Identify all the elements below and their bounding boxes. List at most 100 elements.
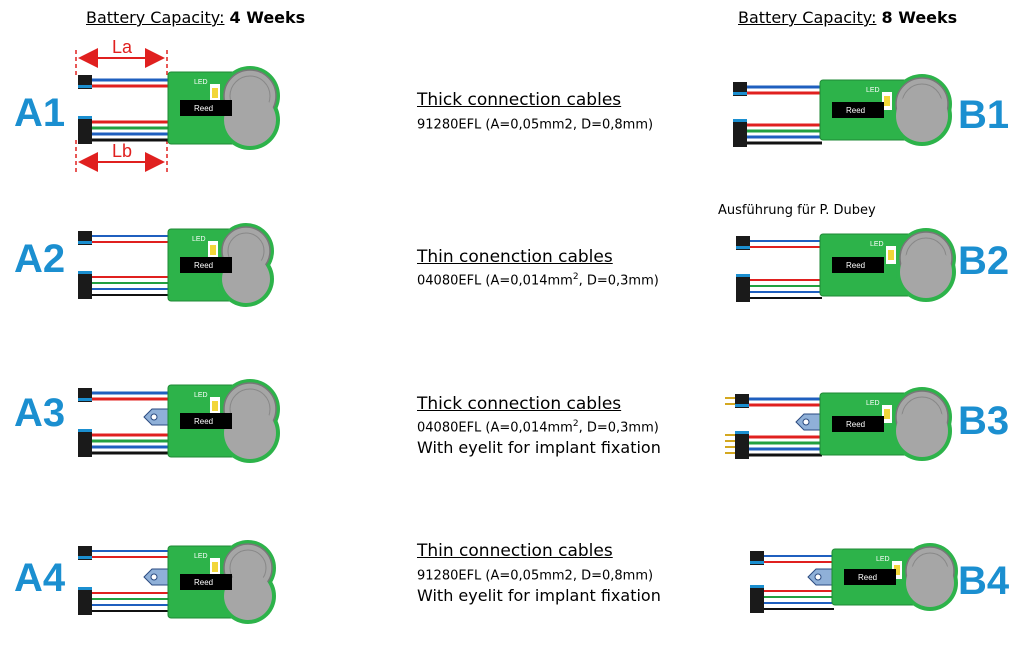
description-1-title: Thick connection cables bbox=[417, 90, 622, 110]
connector-bottom-stripe bbox=[78, 116, 92, 119]
connector-bottom bbox=[750, 585, 764, 613]
connector-top-stripe bbox=[736, 246, 750, 249]
led bbox=[888, 250, 894, 260]
header-left: Battery Capacity: 4 Weeks bbox=[86, 8, 305, 27]
connector-top-stripe bbox=[735, 404, 749, 407]
battery-bottom bbox=[896, 405, 948, 457]
led-label: LED bbox=[866, 400, 880, 407]
header-right-prefix: Battery Capacity: bbox=[738, 8, 877, 27]
led-label: LED bbox=[194, 79, 208, 86]
description-2: Thin conenction cables 04080EFL (A=0,014… bbox=[417, 247, 659, 290]
connector-top-stripe bbox=[78, 85, 92, 88]
reed-switch bbox=[832, 102, 884, 118]
dimension-la-label: La bbox=[112, 37, 133, 57]
reed-label: Reed bbox=[194, 578, 213, 587]
header-right-value: 8 Weeks bbox=[881, 8, 958, 27]
connector-bottom-stripe bbox=[78, 271, 92, 274]
dimension-lb: Lb bbox=[75, 140, 168, 172]
led-label: LED bbox=[194, 392, 208, 399]
connector-bottom bbox=[78, 271, 92, 299]
led-label: LED bbox=[870, 241, 884, 248]
device-b3: LED Reed bbox=[725, 387, 952, 461]
connector-bottom bbox=[78, 587, 92, 615]
reed-switch bbox=[180, 574, 232, 590]
led bbox=[894, 565, 900, 575]
connector-top-stripe bbox=[733, 92, 747, 95]
description-4-spec: 91280EFL (A=0,05mm2, D=0,8mm) bbox=[417, 568, 654, 584]
description-1-spec: 91280EFL (A=0,05mm2, D=0,8mm) bbox=[417, 117, 654, 133]
variant-label-a2: A2 bbox=[14, 237, 65, 281]
b2-note: Ausführung für P. Dubey bbox=[718, 203, 876, 218]
connector-bottom bbox=[78, 116, 92, 144]
led bbox=[884, 96, 890, 106]
connector-top-stripe bbox=[78, 398, 92, 401]
reed-label: Reed bbox=[858, 573, 877, 582]
led bbox=[212, 562, 218, 572]
reed-label: Reed bbox=[194, 417, 213, 426]
description-3-spec: 04080EFL (A=0,014mm2, D=0,3mm) bbox=[417, 419, 659, 436]
led-label: LED bbox=[192, 236, 206, 243]
description-3: Thick connection cables 04080EFL (A=0,01… bbox=[417, 394, 661, 459]
dimension-lb-label: Lb bbox=[112, 141, 132, 161]
eyelet-hole bbox=[150, 413, 158, 421]
variant-label-b2: B2 bbox=[958, 239, 1009, 283]
connector-bottom-stripe bbox=[736, 274, 750, 277]
eyelet-hole bbox=[802, 418, 810, 426]
variant-label-b1: B1 bbox=[958, 93, 1009, 137]
eyelet-hole bbox=[814, 573, 822, 581]
reed-switch bbox=[844, 569, 896, 585]
variant-label-a4: A4 bbox=[14, 556, 66, 600]
battery-bottom bbox=[224, 94, 276, 146]
description-3-title: Thick connection cables bbox=[417, 394, 622, 414]
reed-label: Reed bbox=[194, 261, 213, 270]
header-left-value: 4 Weeks bbox=[229, 8, 306, 27]
connector-top-stripe bbox=[78, 556, 92, 559]
reed-switch bbox=[180, 257, 232, 273]
battery-bottom bbox=[224, 407, 276, 459]
description-2-spec: 04080EFL (A=0,014mm2, D=0,3mm) bbox=[417, 272, 659, 289]
connector-bottom-stripe bbox=[735, 431, 749, 434]
description-1: Thick connection cables 91280EFL (A=0,05… bbox=[417, 90, 653, 134]
connector-bottom-stripe bbox=[78, 587, 92, 590]
variant-label-b3: B3 bbox=[958, 399, 1009, 443]
reed-switch bbox=[832, 257, 884, 273]
reed-label: Reed bbox=[846, 420, 865, 429]
connector-bottom-stripe bbox=[78, 429, 92, 432]
reed-label: Reed bbox=[846, 106, 865, 115]
description-4-extra: With eyelit for implant fixation bbox=[417, 586, 661, 606]
reed-label: Reed bbox=[846, 261, 865, 270]
battery-bottom bbox=[906, 559, 954, 607]
connector-bottom-stripe bbox=[750, 585, 764, 588]
description-4: Thin connection cables 91280EFL (A=0,05m… bbox=[417, 541, 661, 607]
connector-top-stripe bbox=[750, 561, 764, 564]
led bbox=[212, 88, 218, 98]
led bbox=[212, 401, 218, 411]
eyelet-hole bbox=[150, 573, 158, 581]
battery-bottom bbox=[224, 572, 272, 620]
led-label: LED bbox=[194, 553, 208, 560]
variant-label-a3: A3 bbox=[14, 391, 65, 435]
led bbox=[210, 245, 216, 255]
connector-bottom bbox=[735, 431, 749, 459]
connector-bottom bbox=[733, 119, 747, 147]
description-2-title: Thin conenction cables bbox=[417, 247, 613, 267]
variant-label-a1: A1 bbox=[14, 91, 65, 135]
led-label: LED bbox=[866, 87, 880, 94]
dimension-la: La bbox=[75, 37, 168, 78]
connector-top-stripe bbox=[78, 241, 92, 244]
description-4-title: Thin connection cables bbox=[417, 541, 613, 561]
reed-switch bbox=[180, 413, 232, 429]
reed-switch bbox=[832, 416, 884, 432]
led bbox=[884, 409, 890, 419]
device-a2: LED Reed bbox=[78, 223, 274, 307]
battery-bottom bbox=[222, 255, 270, 303]
reed-switch bbox=[180, 100, 232, 116]
header-right: Battery Capacity: 8 Weeks bbox=[738, 8, 957, 27]
battery-bottom bbox=[896, 90, 948, 142]
connector-bottom-stripe bbox=[733, 119, 747, 122]
description-3-extra: With eyelit for implant fixation bbox=[417, 438, 661, 458]
connector-bottom bbox=[736, 274, 750, 302]
